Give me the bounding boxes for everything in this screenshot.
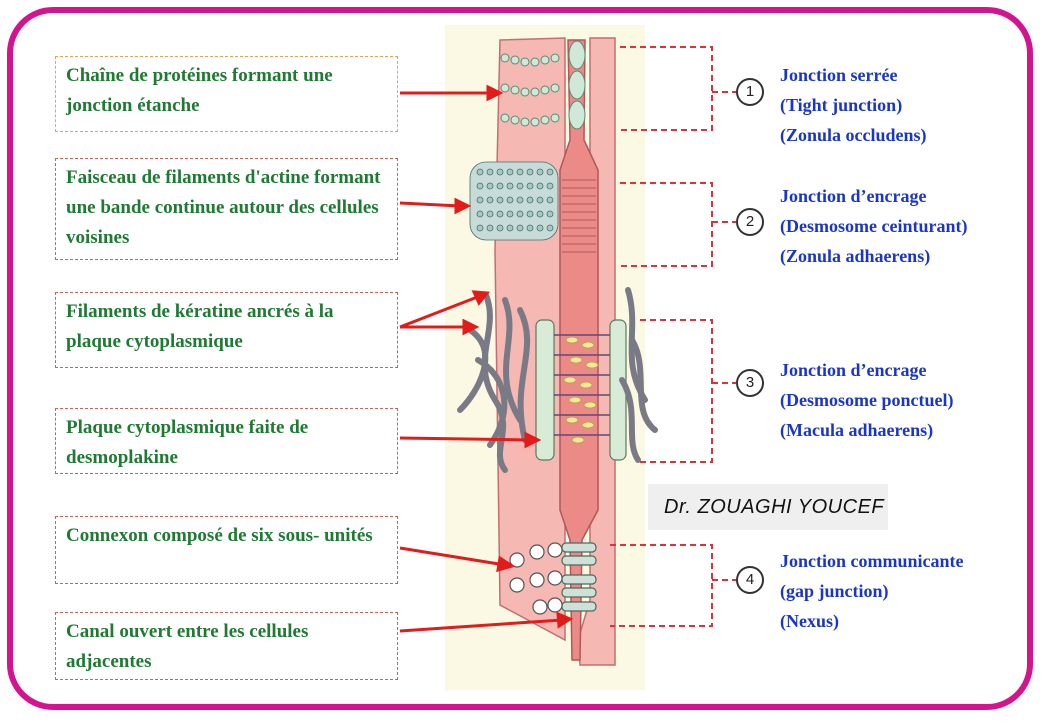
label-text: Connexon composé de six sous- unités — [66, 525, 373, 546]
actin-bundle — [469, 161, 559, 241]
label-text: Filaments de kératine ancrés à la plaque… — [66, 301, 334, 352]
label-desmoplakin-plaque: Plaque cytoplasmique faite de desmoplaki… — [55, 408, 398, 474]
junction-label-2: Jonction d’encrage (Desmosome ceinturant… — [780, 181, 967, 271]
junction-name: Jonction d’encrage — [780, 360, 927, 380]
junction-name: Jonction serrée — [780, 65, 898, 85]
junction-english: (Desmosome ponctuel) — [780, 390, 954, 410]
junction-latin: (Macula adhaerens) — [780, 420, 934, 440]
actin-stripes — [562, 179, 596, 253]
label-text: Plaque cytoplasmique faite de desmoplaki… — [66, 417, 309, 468]
junction-name: Jonction d’encrage — [780, 186, 927, 206]
rounded-frame — [7, 7, 1033, 710]
junction-english: (Tight junction) — [780, 95, 903, 115]
label-text: Canal ouvert entre les cellules adjacent… — [66, 621, 309, 672]
label-actin-bundle: Faisceau de filaments d'actine formant u… — [55, 158, 398, 260]
junction-number-1: 1 — [736, 78, 764, 106]
gap-channels — [561, 542, 597, 612]
junction-label-1: Jonction serrée (Tight junction) (Zonula… — [780, 60, 927, 150]
junction-name: Jonction communicante — [780, 551, 964, 571]
junction-brackets — [610, 46, 736, 627]
junction-latin: (Zonula occludens) — [780, 125, 927, 145]
junction-number-4: 4 — [736, 566, 764, 594]
junction-label-3: Jonction d’encrage (Desmosome ponctuel) … — [780, 355, 953, 445]
desmosome-plaque-right — [609, 319, 627, 461]
junction-latin: (Nexus) — [780, 611, 839, 631]
desmosome-links — [554, 334, 610, 436]
pointer-arrows — [399, 84, 574, 633]
author-credit: Dr. ZOUAGHI YOUCEF — [648, 484, 888, 530]
label-tight-proteins: Chaîne de protéines formant une jonction… — [55, 56, 398, 132]
junction-latin: (Zonula adhaerens) — [780, 246, 931, 266]
label-text: Faisceau de filaments d'actine formant u… — [66, 167, 381, 248]
label-connexon: Connexon composé de six sous- unités — [55, 516, 398, 584]
label-keratin: Filaments de kératine ancrés à la plaque… — [55, 292, 398, 368]
junction-number-3: 3 — [736, 369, 764, 397]
cadherin-ovals — [563, 336, 599, 444]
junction-number-2: 2 — [736, 208, 764, 236]
junction-english: (Desmosome ceinturant) — [780, 216, 968, 236]
junction-english: (gap junction) — [780, 581, 889, 601]
tight-junction-proteins — [500, 40, 586, 130]
intercellular-space — [559, 39, 599, 661]
keratin-filaments — [457, 287, 658, 473]
desmosome-plaque-left — [535, 319, 555, 461]
connexons — [509, 542, 563, 615]
label-open-channel: Canal ouvert entre les cellules adjacent… — [55, 612, 398, 680]
label-text: Chaîne de protéines formant une jonction… — [66, 65, 333, 116]
junction-label-4: Jonction communicante (gap junction) (Ne… — [780, 546, 964, 636]
